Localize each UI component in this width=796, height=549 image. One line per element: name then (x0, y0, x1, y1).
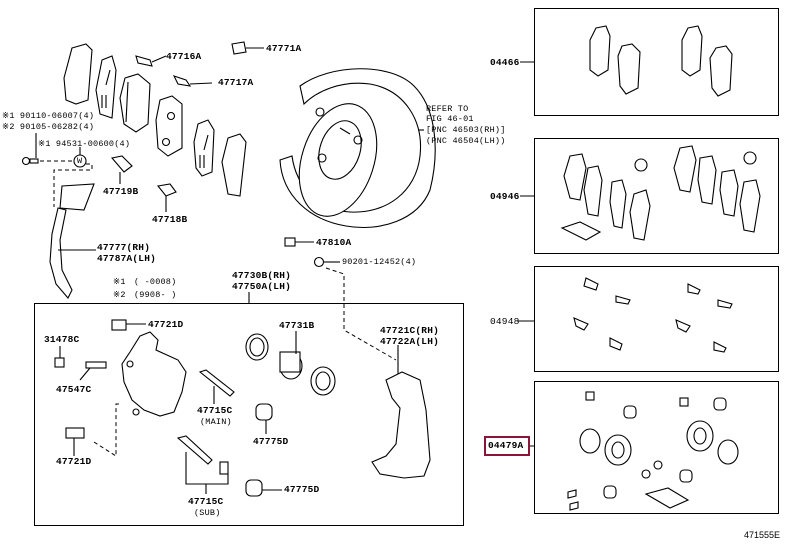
caliper-mount-bracket[interactable] (371, 371, 431, 479)
bolt-47810A[interactable] (284, 237, 296, 247)
callout-shield-lh[interactable]: 47787A(LH) (97, 253, 157, 264)
kit-04466-contents (589, 25, 733, 97)
kit-04479A-highlight[interactable] (484, 436, 530, 456)
callout-boot-lower[interactable]: 47775D (284, 484, 320, 495)
kit-frame-04466 (534, 8, 779, 116)
clip-47717A[interactable] (172, 75, 192, 87)
caliper-body[interactable] (121, 331, 187, 417)
clip-47771A[interactable] (231, 41, 247, 55)
callout-47717A[interactable]: 47717A (218, 77, 254, 88)
callout-guide-pin-main[interactable]: 47715C (197, 405, 233, 416)
guide-pin-sub[interactable] (176, 435, 229, 475)
brake-pad-center[interactable] (119, 73, 183, 157)
callout-caliper-rh[interactable]: 47730B(RH) (232, 270, 292, 281)
clip-47716A[interactable] (135, 55, 153, 67)
kit-label-04948[interactable]: 04948 (490, 316, 520, 327)
kit-label-04466[interactable]: 04466 (490, 57, 520, 68)
guide-pin-main[interactable] (198, 369, 235, 397)
callout-47718B[interactable]: 47718B (152, 214, 188, 225)
callout-47719B[interactable]: 47719B (103, 186, 139, 197)
brake-pad-inner-right[interactable] (193, 119, 247, 197)
kit-label-04946[interactable]: 04946 (490, 191, 520, 202)
boot-47775D-lower[interactable] (245, 479, 263, 497)
callout-boot-upper[interactable]: 47775D (253, 436, 289, 447)
callout-47771A[interactable]: 47771A (266, 43, 302, 54)
callout-mount-rh[interactable]: 47721C(RH) (380, 325, 440, 336)
callout-fastener-2[interactable]: ※2 90105-06282(4) (2, 122, 95, 132)
bolt-90110[interactable] (21, 156, 39, 166)
note-1-range: ( -0008) (134, 277, 177, 287)
bleeder-47721D-bottom[interactable] (65, 427, 85, 439)
splash-shield[interactable] (49, 183, 95, 299)
callout-shield-rh[interactable]: 47777(RH) (97, 242, 151, 253)
kit-frame-04946 (534, 138, 779, 254)
note-1-marker: ※1 (113, 277, 126, 287)
seal-ring[interactable] (245, 333, 269, 361)
callout-47810A[interactable]: 47810A (316, 237, 352, 248)
callout-47716A[interactable]: 47716A (166, 51, 202, 62)
callout-mount-lh[interactable]: 47722A(LH) (380, 336, 440, 347)
backing-plate[interactable] (279, 68, 436, 229)
callout-nut-90201[interactable]: 90201-12452(4) (342, 257, 417, 267)
callout-31478C[interactable]: 31478C (44, 334, 80, 345)
clip-47719B[interactable] (110, 155, 133, 173)
piston-boot[interactable] (310, 366, 336, 396)
nut-90201[interactable] (313, 256, 325, 268)
kit-frame-04948 (534, 266, 779, 372)
callout-47721D-bottom[interactable]: 47721D (56, 456, 92, 467)
washer-symbol: W (77, 156, 83, 166)
clip-47718B[interactable] (156, 183, 177, 197)
callout-guide-pin-sub[interactable]: 47715C (188, 496, 224, 507)
callout-caliper-lh[interactable]: 47750A(LH) (232, 281, 292, 292)
note-2-marker: ※2 (113, 290, 126, 300)
callout-fastener-1[interactable]: ※1 90110-06007(4) (2, 111, 95, 121)
refer-pnc-rh[interactable]: [PNC 46503(RH)] (426, 125, 506, 135)
refer-line-1: REFER TO (426, 104, 469, 114)
callout-washer[interactable]: ※1 94531-00600(4) (38, 139, 131, 149)
callout-47731B[interactable]: 47731B (279, 320, 315, 331)
callout-guide-pin-sub-sub: (SUB) (194, 508, 221, 518)
callout-47721D-top[interactable]: 47721D (148, 319, 184, 330)
kit-label-04479A[interactable]: 04479A (488, 440, 524, 451)
bleeder-47721D-top[interactable] (111, 319, 127, 331)
callout-guide-pin-main-sub: (MAIN) (200, 417, 232, 427)
note-2-range: (9908- ) (134, 290, 177, 300)
bleeder-47547C[interactable] (85, 361, 107, 369)
callout-47547C[interactable]: 47547C (56, 384, 92, 395)
brake-pad-outer-left[interactable] (63, 43, 117, 119)
figure-id: 471555E (744, 530, 781, 540)
piston-47731B[interactable] (279, 351, 303, 380)
kit-04948-contents (573, 277, 733, 353)
kit-04479A-contents (567, 391, 739, 511)
caliper-assembly-frame (34, 303, 464, 526)
refer-line-2: FIG 46-01 (426, 114, 474, 124)
kit-frame-04479A (534, 381, 779, 514)
kit-04946-contents (560, 145, 761, 241)
refer-pnc-lh[interactable]: (PNC 46504(LH)) (426, 136, 506, 146)
boot-47775D-upper[interactable] (255, 403, 273, 421)
